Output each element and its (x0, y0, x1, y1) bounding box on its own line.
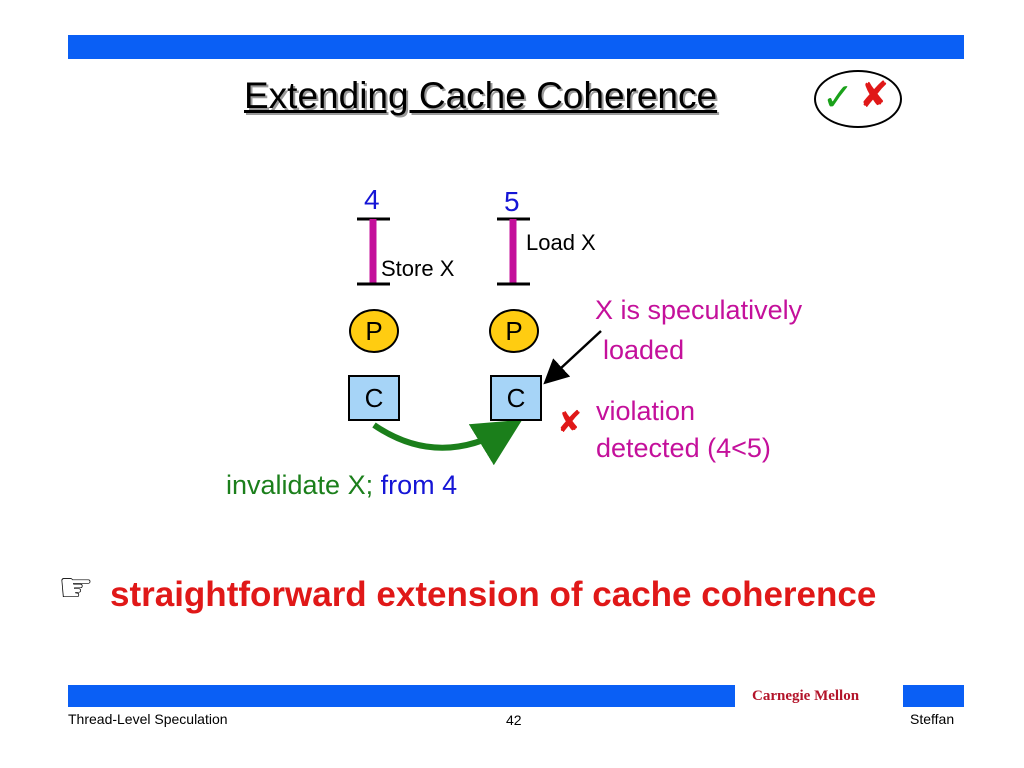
timestamp-right: 5 (504, 186, 520, 217)
store-label: Store X (381, 256, 455, 281)
bottom-blue-bar-right (903, 685, 964, 707)
status-oval (814, 70, 902, 128)
violation-line1: violation (596, 396, 696, 426)
page-number: 42 (506, 712, 522, 728)
footer-right: Steffan (910, 711, 955, 727)
cross-icon: ✘ (859, 75, 890, 116)
footer-left: Thread-Level Speculation (68, 711, 228, 727)
timestamp-left: 4 (364, 184, 380, 215)
processor-left: P (349, 309, 399, 353)
pointing-hand-icon: ☞ (58, 565, 94, 611)
invalidate-label: invalidate X; from 4 (226, 469, 457, 501)
cache-right: C (490, 375, 542, 421)
speculative-note-line1: X is speculatively (595, 295, 803, 325)
slide-title: Extending Cache Coherence (244, 75, 718, 116)
key-point: straightforward extension of cache coher… (110, 575, 877, 614)
check-icon: ✓ (822, 75, 854, 119)
violation-cross-icon: ✘ (557, 405, 583, 440)
cache-left: C (348, 375, 400, 421)
speculative-note-line2: loaded (603, 335, 685, 365)
top-blue-bar (68, 35, 964, 59)
bottom-blue-bar-left (68, 685, 735, 707)
brand-label: Carnegie Mellon (752, 688, 860, 704)
invalidate-arrow (372, 419, 523, 466)
processor-right: P (489, 309, 539, 353)
invalidate-text: invalidate X; (226, 470, 374, 500)
speculative-pointer-arrow (543, 330, 602, 385)
from-text: from 4 (380, 470, 458, 500)
violation-line2: detected (4<5) (596, 433, 771, 463)
load-label: Load X (526, 230, 596, 255)
